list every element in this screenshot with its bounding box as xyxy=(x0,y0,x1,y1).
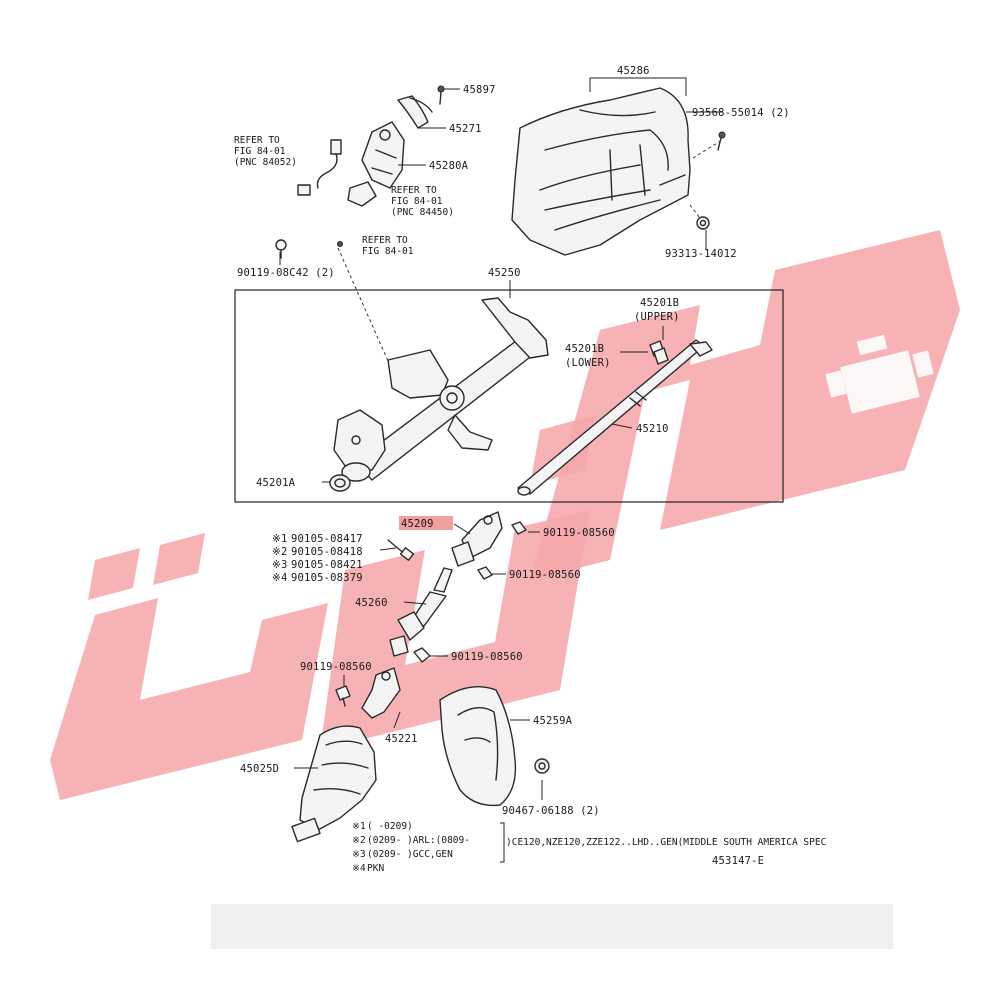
label-90119-08560-a: 90119-08560 xyxy=(543,527,615,539)
label-45260: 45260 xyxy=(355,597,388,609)
label-45201B-upper: 45201B xyxy=(640,297,679,309)
variant-mark-1: ※1 xyxy=(272,533,288,545)
cover-45259A xyxy=(439,686,517,807)
label-90119-08560-b: 90119-08560 xyxy=(509,569,581,581)
footnote-text-2: (0209- )ARL:(0809- xyxy=(367,835,470,846)
label-93568: 93568-55014 (2) xyxy=(692,107,790,119)
label-45210: 45210 xyxy=(636,423,669,435)
variant-code-2: 90105-08418 xyxy=(291,546,363,558)
ref1-line3: (PNC 84052) xyxy=(234,157,297,168)
variants-list: ※1 90105-08417 ※2 90105-08418 ※3 90105-0… xyxy=(272,533,363,584)
bottom-bar xyxy=(211,904,893,949)
label-90119-08560-d: 90119-08560 xyxy=(300,661,372,673)
bracket-45271 xyxy=(397,95,433,129)
footnotes: ※1 ( -0209) ※2 (0209- )ARL:(0809- ※3 (02… xyxy=(352,821,826,874)
ref1-line1: REFER TO xyxy=(234,135,280,146)
screw-45897 xyxy=(437,85,445,105)
bolt-90119-08560-a xyxy=(511,521,527,535)
label-45897: 45897 xyxy=(463,84,496,96)
variant-code-3: 90105-08421 xyxy=(291,559,363,571)
intermediate-shaft-45260 xyxy=(389,567,453,657)
bolt-90119-08560-b xyxy=(477,566,493,580)
bushing-45201B-lower xyxy=(653,347,669,365)
label-45221: 45221 xyxy=(385,733,418,745)
label-90119-08C42: 90119-08C42 (2) xyxy=(237,267,335,279)
steering-lock-45280A xyxy=(347,121,405,207)
highlight-45209 xyxy=(399,516,453,530)
footnote-text-1: ( -0209) xyxy=(367,821,413,832)
label-45280A: 45280A xyxy=(429,160,469,172)
label-45201B-lower: 45201B xyxy=(565,343,604,355)
footnote-mark-4: ※4 xyxy=(352,863,366,874)
clip-93313 xyxy=(696,216,710,230)
label-45286: 45286 xyxy=(617,65,650,77)
assembly-box-45250 xyxy=(234,289,784,503)
label-45201B-lower-note: (LOWER) xyxy=(565,357,611,369)
yoke-45221 xyxy=(361,667,401,719)
label-45271: 45271 xyxy=(449,123,482,135)
label-45025D: 45025D xyxy=(240,763,279,775)
label-90119-08560-c: 90119-08560 xyxy=(451,651,523,663)
column-cover-45286 xyxy=(511,87,691,256)
clip-90467 xyxy=(534,758,550,774)
variant-mark-4: ※4 xyxy=(272,572,288,584)
label-45201B-upper-note: (UPPER) xyxy=(634,311,680,323)
watermark-logo xyxy=(50,230,960,800)
bushing-45201A xyxy=(329,474,351,492)
label-45209: 45209 xyxy=(401,518,434,530)
variant-mark-2: ※2 xyxy=(272,546,288,558)
bolt-90105 xyxy=(387,539,415,561)
screw-ref3 xyxy=(337,241,343,247)
label-90467: 90467-06188 (2) xyxy=(502,805,600,817)
bolt-90119-08560-d xyxy=(335,685,351,707)
variant-code-1: 90105-08417 xyxy=(291,533,363,545)
ref2-line3: (PNC 84450) xyxy=(391,207,454,218)
label-45201A: 45201A xyxy=(256,477,296,489)
variant-code-4: 90105-08379 xyxy=(291,572,363,584)
variant-mark-3: ※3 xyxy=(272,559,288,571)
footnote-mark-1: ※1 xyxy=(352,821,366,832)
sensor-wire xyxy=(297,139,342,196)
universal-joint-45209 xyxy=(451,511,503,567)
footnote-mark-2: ※2 xyxy=(352,835,366,846)
figure-code: 453147-E xyxy=(712,855,764,867)
ref2-line2: FIG 84-01 xyxy=(391,196,443,207)
footnote-mark-3: ※3 xyxy=(352,849,366,860)
ref1-line2: FIG 84-01 xyxy=(234,146,286,157)
label-93313: 93313-14012 xyxy=(665,248,737,260)
ref3-line1: REFER TO xyxy=(362,235,408,246)
main-shaft-45210 xyxy=(517,339,713,496)
ref3-line2: FIG 84-01 xyxy=(362,246,414,257)
label-45250: 45250 xyxy=(488,267,521,279)
bolt-90119-08C42 xyxy=(275,239,287,259)
label-45259A: 45259A xyxy=(533,715,573,727)
ref2-line1: REFER TO xyxy=(391,185,437,196)
footnote-text-3: (0209- )GCC,GEN xyxy=(367,849,453,860)
footnote-spec: )CE120,NZE120,ZZE122..LHD..GEN(MIDDLE SO… xyxy=(506,837,826,848)
footnote-text-4: PKN xyxy=(367,863,384,874)
screw-93568 xyxy=(717,131,726,151)
boot-45025D xyxy=(291,725,377,843)
steering-column-45250 xyxy=(333,297,549,482)
